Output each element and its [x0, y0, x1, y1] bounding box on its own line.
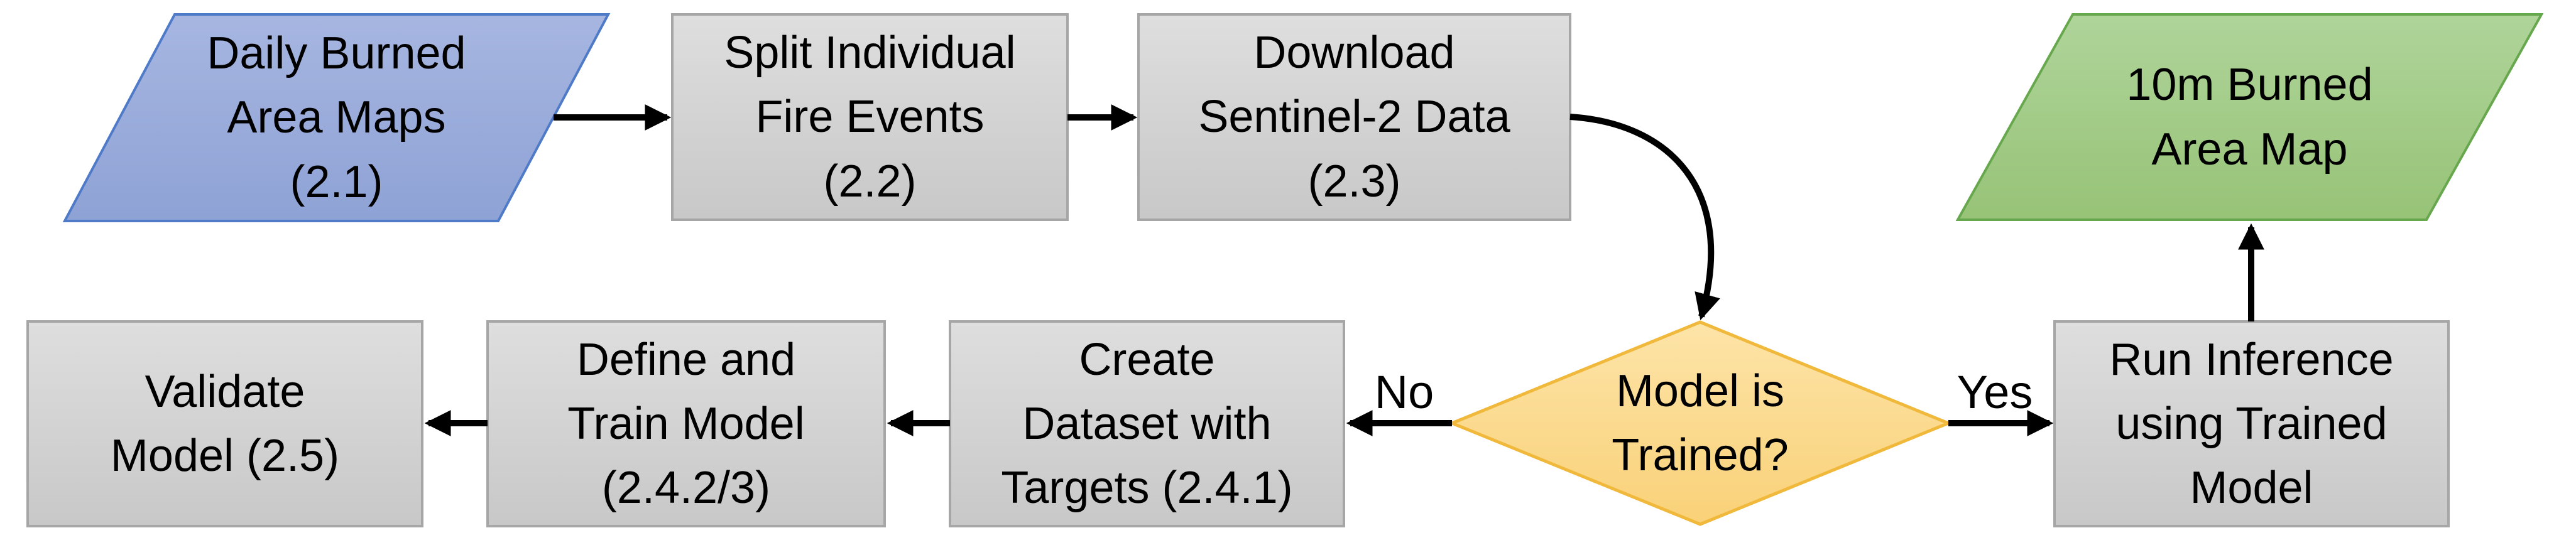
validate-model-shape	[26, 320, 423, 527]
create-dataset-targets-shape	[949, 320, 1345, 527]
edge-download-to-decision	[1569, 114, 1720, 321]
download-sentinel2-shape	[1137, 13, 1571, 221]
define-train-model-shape	[486, 320, 886, 527]
run-inference-shape	[2053, 320, 2450, 527]
daily-burned-maps-shape	[62, 13, 611, 222]
model-is-trained-shape	[1448, 320, 1953, 526]
burned-area-map-10m-shape	[1955, 13, 2544, 221]
split-fire-events-shape	[671, 13, 1069, 221]
